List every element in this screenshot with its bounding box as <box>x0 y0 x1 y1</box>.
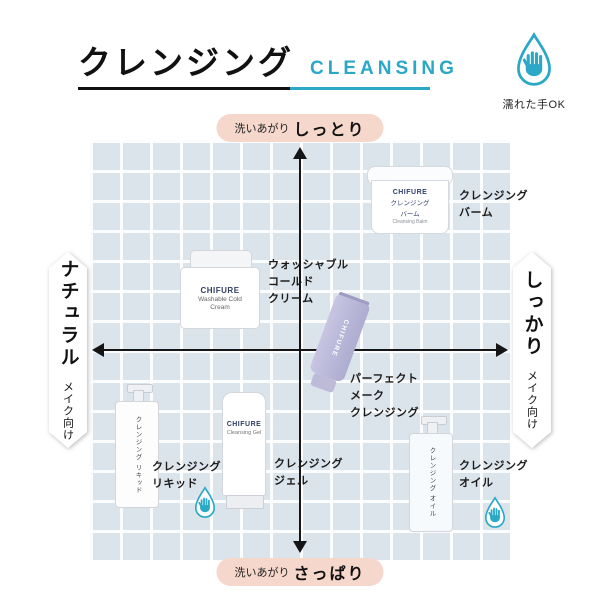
axis-label-bottom: 洗いあがり さっぱり <box>216 558 384 586</box>
wet-hands-icon <box>512 32 556 89</box>
balm-pack-name-1: クレンジング <box>390 200 430 207</box>
underline-teal <box>290 87 430 90</box>
cold-cream-pack-name-1: Washable Cold <box>198 295 242 303</box>
caption-cleansing-balm: クレンジング バーム <box>459 190 528 220</box>
wet-hands-badge: 濡れた手OK <box>492 32 576 112</box>
balm-pack-brand: CHIFURE <box>392 189 428 196</box>
axis-label-top-main: しっとり <box>293 122 366 139</box>
arrow-down-icon <box>293 541 307 553</box>
axis-label-left-main: ナチュラル <box>57 258 79 369</box>
gel-cap <box>226 495 264 509</box>
product-cleansing-liquid: クレンジング リキッド <box>114 384 160 508</box>
product-cleansing-gel: CHIFURE Cleansing Gel <box>222 392 268 510</box>
title-english: CLEANSING <box>310 58 458 79</box>
caption-cleansing-oil: クレンジング オイル <box>459 460 528 490</box>
title-japanese: クレンジング <box>78 44 294 81</box>
gel-pack-brand: CHIFURE <box>226 421 262 428</box>
gel-pack-name: Cleansing Gel <box>226 430 262 436</box>
cold-cream-pack-brand: CHIFURE <box>200 285 240 295</box>
balm-pack-sub: Cleansing Balm <box>392 219 428 225</box>
axis-label-bottom-prefix: 洗いあがり <box>234 567 290 579</box>
caption-washable-cold-cream: ウォッシャブル コールド クリーム <box>268 259 349 306</box>
axis-label-left-suffix: メイク向け <box>61 381 74 442</box>
liquid-pack-text: クレンジング リキッド <box>134 415 141 494</box>
perfect-pack-brand: CHIFURE <box>329 318 350 358</box>
product-cleansing-oil: クレンジング オイル <box>408 416 454 532</box>
caption-cleansing-liquid: クレンジング リキッド <box>152 461 221 491</box>
product-cleansing-balm: CHIFURE クレンジング バーム Cleansing Balm <box>366 166 454 234</box>
cold-cream-pack-name-2: Cream <box>210 303 230 311</box>
axis-label-right-main: しっかり <box>521 269 543 358</box>
axis-label-right: しっかり メイク向け <box>513 252 551 448</box>
axis-label-left: ナチュラル メイク向け <box>49 252 87 448</box>
product-washable-cold-cream: CHIFURE Washable Cold Cream <box>180 250 262 330</box>
axis-horizontal <box>104 349 496 351</box>
wet-hands-icon-liquid <box>192 486 218 520</box>
wet-hands-icon-oil <box>482 496 508 530</box>
axis-label-bottom-main: さっぱり <box>293 566 366 583</box>
oil-pack-text: クレンジング オイル <box>428 447 435 518</box>
wet-hands-note: 濡れた手OK <box>502 99 566 111</box>
arrow-up-icon <box>293 147 307 159</box>
title-underline <box>78 87 430 90</box>
caption-cleansing-gel: クレンジング ジェル <box>274 458 343 488</box>
page-title: クレンジング CLEANSING <box>78 36 458 84</box>
underline-black <box>78 87 290 90</box>
caption-perfect-make-cleansing: パーフェクト メーク クレンジング <box>350 373 419 420</box>
axis-label-top-prefix: 洗いあがり <box>234 123 290 135</box>
arrow-left-icon <box>92 343 104 357</box>
axis-label-right-suffix: メイク向け <box>525 370 538 431</box>
arrow-right-icon <box>496 343 508 357</box>
axis-label-top: 洗いあがり しっとり <box>216 114 384 142</box>
balm-pack-name-2: バーム <box>400 211 420 218</box>
